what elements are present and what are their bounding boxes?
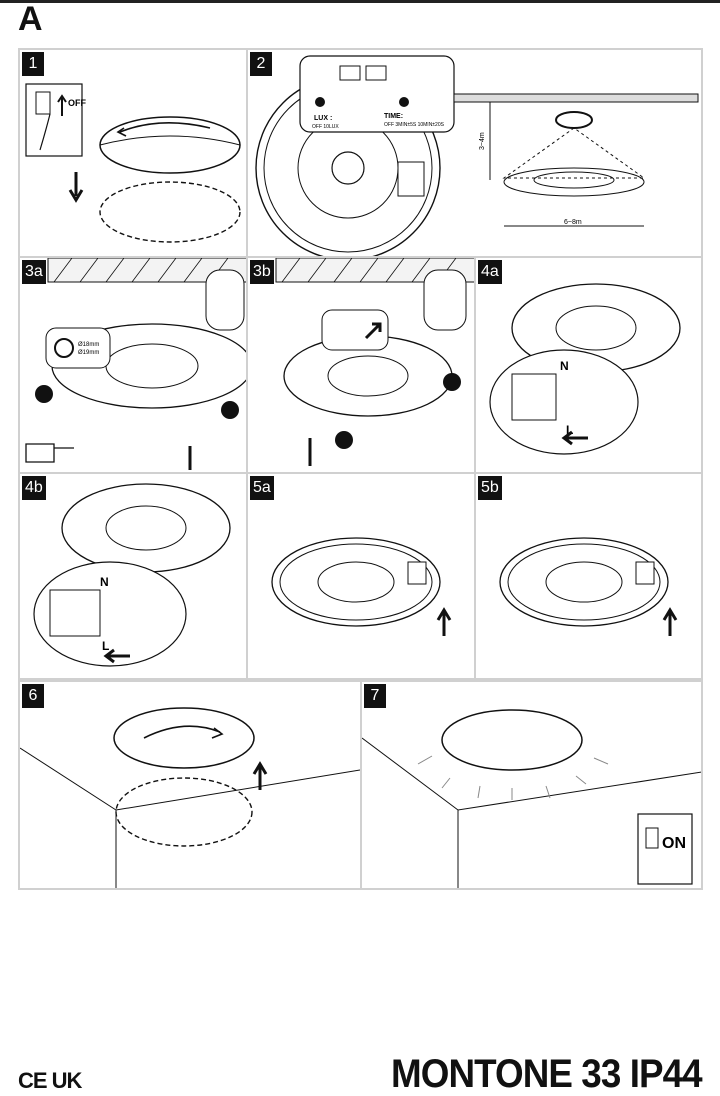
step-badge: 3a xyxy=(22,260,46,284)
marker-2-icon xyxy=(399,97,409,107)
lamp-base xyxy=(271,537,441,627)
rotate-arrow-icon xyxy=(211,727,224,739)
step-3a-illustration: Ø18mm Ø19mm xyxy=(25,258,246,470)
marker-2-icon xyxy=(221,401,239,419)
step-5b-illustration xyxy=(499,537,678,636)
left-arrow-icon xyxy=(103,648,130,664)
step-4b-panel: 4b N L xyxy=(18,472,248,680)
up-arrow-icon xyxy=(252,761,268,790)
live-label: L xyxy=(102,639,109,653)
step-badge: 2 xyxy=(250,52,272,76)
terminal-block-icon xyxy=(511,373,557,421)
anchor-callout xyxy=(321,309,389,351)
hole-size-1: Ø18mm xyxy=(78,342,99,348)
drill-bit-callout xyxy=(205,269,245,331)
drill-bit-callout xyxy=(423,269,467,331)
hole-callout xyxy=(45,327,111,369)
ceiling-plate xyxy=(453,93,699,103)
cover-dashed-outline xyxy=(99,181,241,243)
light-rays xyxy=(417,755,609,800)
step-6-panel: 6 xyxy=(18,680,362,890)
up-arrow-icon xyxy=(436,607,452,636)
lux-label: LUX : xyxy=(314,115,332,122)
time-label: TIME: xyxy=(384,113,403,120)
marker-1-icon xyxy=(443,373,461,391)
step-3a-panel: 3a Ø18mm Ø19mm xyxy=(18,256,248,474)
step-4b-illustration: N L xyxy=(33,483,231,667)
time-values: OFF 3MIN±5S 10MIN±20S xyxy=(384,122,445,128)
terminal-block-icon xyxy=(49,589,101,637)
switch-box-icon xyxy=(25,83,83,157)
step-badge: 4a xyxy=(478,260,502,284)
step-3b-panel: 3b xyxy=(246,256,476,474)
step-1-panel: 1 OFF xyxy=(18,48,248,258)
step-7-panel: 7 ON xyxy=(360,680,703,890)
step-badge: 4b xyxy=(22,476,46,500)
step-4a-panel: 4a N L xyxy=(474,256,703,474)
lux-values: OFF 10LUX xyxy=(312,124,339,130)
left-arrow-icon xyxy=(561,430,588,446)
down-arrow-icon xyxy=(68,172,84,203)
step-2-panel: 2 LUX : OFF 10LUX TIME: OFF 3MIN±5S 10MI… xyxy=(246,48,703,258)
marker-1-icon xyxy=(35,385,53,403)
height-label: 3~4m xyxy=(479,132,486,150)
lamp-cover xyxy=(441,709,583,771)
lamp-base xyxy=(61,483,231,573)
live-label: L xyxy=(566,423,573,437)
neutral-label: N xyxy=(560,359,569,373)
wall-switch-icon xyxy=(35,91,51,115)
arrow-icon xyxy=(364,322,382,340)
cover-dashed-outline xyxy=(115,777,253,847)
neutral-label: N xyxy=(100,575,109,589)
step-2-illustration: LUX : OFF 10LUX TIME: OFF 3MIN±5S 10MIN±… xyxy=(255,55,699,256)
certification-marks: CE UK xyxy=(18,1068,82,1093)
time-dial-icon xyxy=(365,65,387,81)
step-badge: 7 xyxy=(364,684,386,708)
step-badge: 3b xyxy=(250,260,274,284)
step-6-illustration xyxy=(20,707,360,888)
marker-1-icon xyxy=(315,97,325,107)
switch-on-label: ON xyxy=(662,835,686,852)
up-arrow-icon xyxy=(57,94,67,116)
lamp-base xyxy=(499,537,669,627)
hand-icon xyxy=(39,113,51,151)
lux-dial-icon xyxy=(339,65,361,81)
marker-2-icon xyxy=(335,431,353,449)
lamp-cover xyxy=(113,707,255,769)
step-7-illustration: ON xyxy=(362,709,701,888)
step-3b-illustration xyxy=(275,258,474,466)
lamp-cover xyxy=(99,116,241,174)
wall-switch-icon xyxy=(645,827,659,849)
step-5a-illustration xyxy=(271,537,452,636)
product-name: MONTONE 33 IP44 xyxy=(391,1052,703,1096)
step-badge: 1 xyxy=(22,52,44,76)
step-1-illustration: OFF xyxy=(25,83,241,243)
step-4a-illustration: N L xyxy=(489,283,681,455)
top-rule xyxy=(0,0,720,3)
drill-icon xyxy=(25,443,74,463)
hole-size-2: Ø19mm xyxy=(78,350,99,356)
step-badge: 5b xyxy=(478,476,502,500)
step-badge: 6 xyxy=(22,684,44,708)
step-badge: 5a xyxy=(250,476,274,500)
range-label: 6~8m xyxy=(564,219,582,226)
sensor-lamp-icon xyxy=(555,111,593,129)
step-5b-panel: 5b xyxy=(474,472,703,680)
switch-box-icon xyxy=(637,813,693,885)
section-letter: A xyxy=(18,0,43,38)
wiring-callout xyxy=(33,561,187,667)
up-arrow-icon xyxy=(662,607,678,636)
step-5a-panel: 5a xyxy=(246,472,476,680)
switch-off-label: OFF xyxy=(68,98,86,108)
rotate-arrow-icon xyxy=(116,127,127,137)
